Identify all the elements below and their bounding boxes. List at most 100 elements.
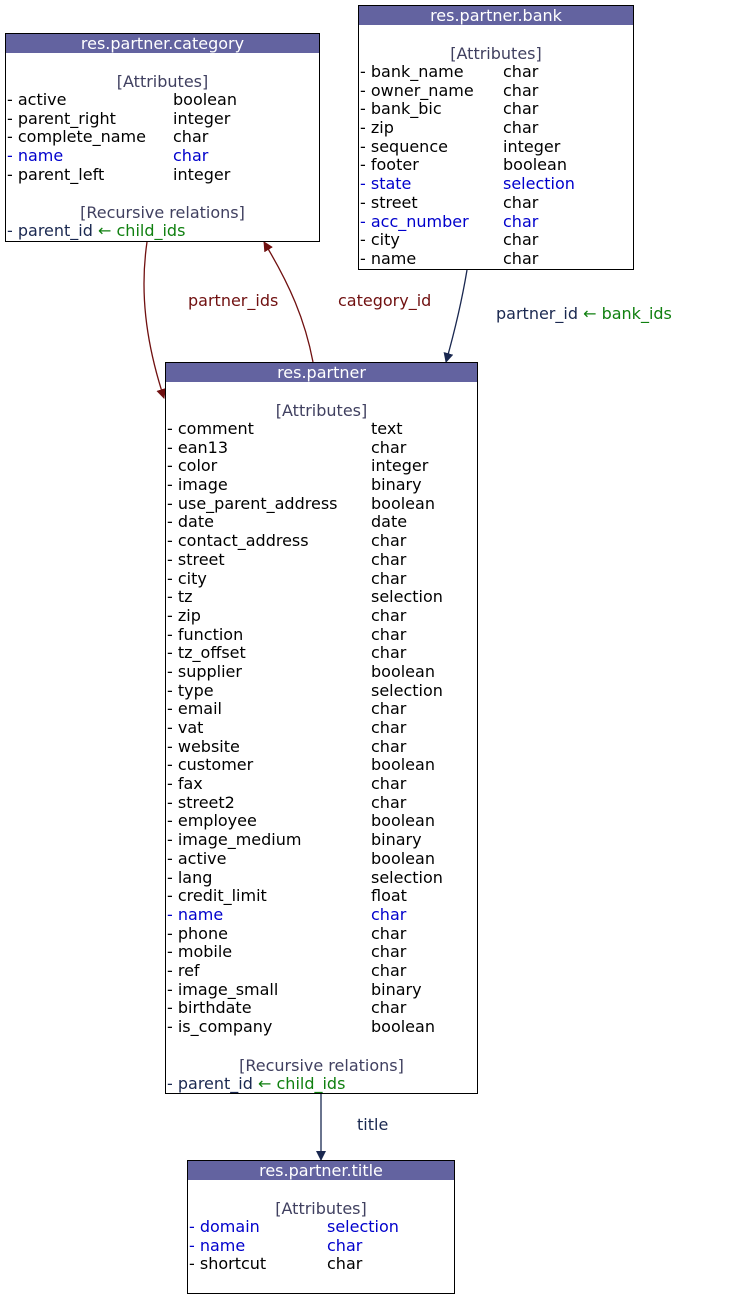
attribute-type: char [371,699,407,719]
relation-field: parent_id [17,221,93,241]
attribute-name: bank_name [370,62,464,81]
attributes-heading: [Attributes] [275,401,368,420]
attribute-type: selection [371,867,443,887]
edge-label-arrow: ← [583,304,597,323]
attribute-name: sequence [370,136,448,156]
attribute-name: vat [177,718,204,737]
attribute-name: comment [177,419,254,438]
attribute-type: char [503,62,539,81]
attributes-heading: [Attributes] [116,72,209,91]
attribute-type: char [503,248,539,268]
attribute-name: use_parent_address [177,493,338,513]
attribute-type: char [371,942,407,962]
attribute-name: street [370,192,418,212]
attribute-type: char [371,998,407,1018]
attribute-name: zip [370,118,394,138]
attribute-name: name [199,1235,246,1255]
attribute-name: mobile [177,942,233,962]
attribute-name: contact_address [177,531,309,551]
node-title: res.partner.bank [359,6,633,25]
edge-partner-ids [143,241,166,399]
edge-label-inverse: bank_ids [601,304,672,323]
attributes-heading: [Attributes] [450,44,542,63]
attribute-name: type [177,680,214,700]
attribute-type: char [371,531,407,551]
node-title: res.partner.category [6,34,319,53]
attribute-name: image_medium [177,830,302,850]
attribute-type: integer [173,164,231,184]
attribute-type: char [371,904,407,924]
edge-label-partner-ids: partner_ids [188,291,279,310]
attribute-type: binary [371,475,422,495]
attribute-type: char [371,736,407,756]
attribute-type: selection [371,587,443,607]
attribute-type: boolean [371,811,435,831]
attribute-type: char [371,792,407,812]
attribute-type: float [371,886,407,906]
attribute-type: char [503,99,539,119]
attribute-type: char [371,774,407,794]
attribute-type: char [503,211,539,231]
attributes-heading: [Attributes] [275,1199,367,1218]
relation-inverse: child_ids [276,1073,346,1093]
attribute-name: state [370,174,412,194]
attribute-type: integer [503,136,561,156]
attribute-name: parent_left [17,164,105,184]
attribute-type: char [503,230,539,250]
attribute-name: supplier [177,661,242,681]
attribute-name: active [17,90,67,109]
attribute-name: name [177,904,224,924]
attribute-type: char [371,960,407,980]
edge-label-field: partner_id [496,304,578,323]
attribute-type: char [371,643,407,663]
attribute-type: selection [503,174,575,194]
node-title: res.partner [166,363,477,382]
attribute-type: date [371,512,408,532]
edge-label-bank-partner-id: partner_id ← bank_ids [496,304,672,323]
attribute-type: boolean [503,155,567,175]
attribute-name: bank_bic [370,99,442,119]
relations-heading: [Recursive relations] [239,1055,404,1075]
node-res-partner-category: res.partner.category [Attributes] - acti… [5,33,320,242]
attribute-name: zip [177,605,201,625]
attribute-type: char [327,1254,363,1274]
relation-field: parent_id [177,1073,253,1093]
attribute-type: char [371,568,407,588]
attribute-type: char [173,146,209,166]
node-title: res.partner.title [188,1161,454,1180]
relations-heading: [Recursive relations] [80,203,245,223]
node-res-partner-bank: res.partner.bank [Attributes] - bank_nam… [358,5,634,270]
attribute-type: char [503,118,539,138]
attribute-type: boolean [371,1017,435,1036]
attribute-type: char [327,1235,363,1255]
relation-list: - parent_id ← child_ids [166,1073,477,1094]
